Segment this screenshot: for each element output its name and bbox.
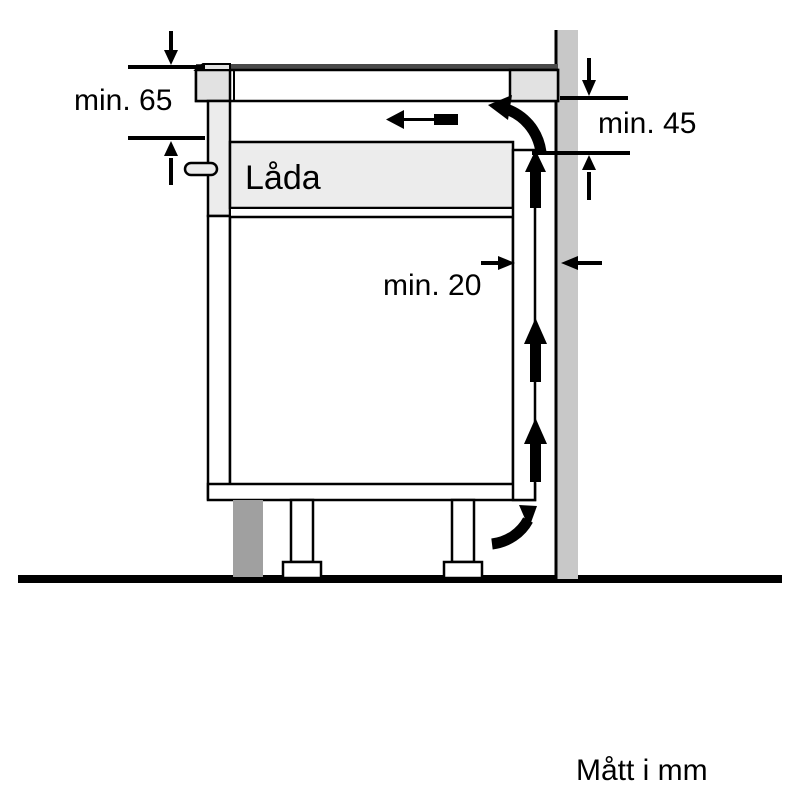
dimension-label-min-20: min. 20: [383, 269, 481, 302]
plinth-panel: [233, 500, 263, 577]
rear-wall: [554, 30, 578, 579]
dimension-min-65: min. 65: [74, 31, 205, 185]
drawer-label: Låda: [245, 159, 321, 197]
dimension-min-45: min. 45: [532, 58, 696, 200]
airflow-arrow-up-1: [525, 150, 546, 208]
airflow-arrow-up-2: [524, 318, 547, 382]
floor-line: [18, 575, 782, 583]
drawer-handle: [183, 161, 219, 177]
drawer-box: [228, 140, 515, 218]
cabinet-left-panel: [206, 99, 232, 501]
airflow-arrow-up-3: [524, 418, 547, 482]
airflow-arrow-curve-top: [488, 95, 547, 154]
leg-right: [442, 498, 484, 580]
cabinet-carcass: [206, 215, 537, 502]
dimension-min-20: min. 20: [383, 256, 602, 302]
airflow-arrow-horizontal: [386, 110, 458, 129]
airflow-arrow-curve-bottom: [491, 505, 537, 550]
leg-left: [281, 498, 323, 580]
footer-units-note: Mått i mm: [576, 754, 708, 787]
dimension-label-min-65: min. 65: [74, 84, 172, 117]
cooktop-hob: [193, 63, 560, 103]
dimension-label-min-45: min. 45: [598, 107, 696, 140]
